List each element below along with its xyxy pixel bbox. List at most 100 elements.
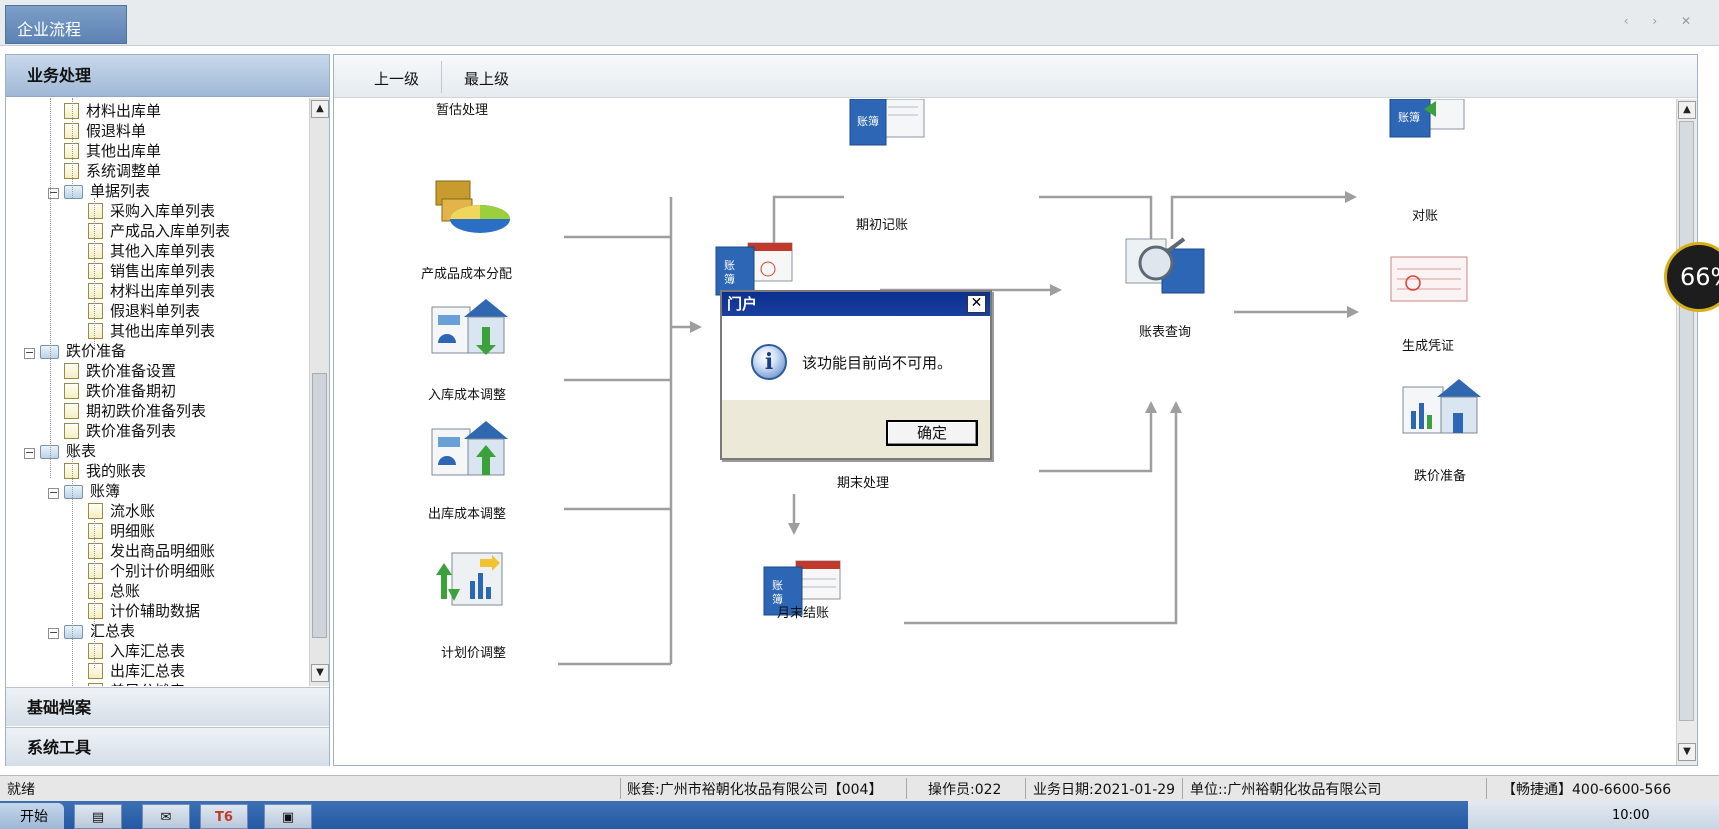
flow-panel: 上一级 最上级 bbox=[333, 54, 1698, 766]
ledger-calendar-icon[interactable]: 账簿 bbox=[714, 239, 794, 297]
document-icon bbox=[88, 683, 103, 686]
house-out-icon[interactable] bbox=[430, 417, 508, 479]
node-label-estimate[interactable]: 暂估处理 bbox=[436, 103, 489, 118]
section-system-tools[interactable]: 系统工具 bbox=[6, 727, 329, 766]
tree-item[interactable]: −账表 bbox=[24, 441, 96, 461]
info-icon: i bbox=[751, 344, 787, 380]
up-one-level-button[interactable]: 上一级 bbox=[374, 70, 420, 88]
tree-item[interactable]: 明细账 bbox=[88, 521, 155, 541]
collapse-toggle-icon[interactable]: − bbox=[24, 346, 35, 359]
collapse-toggle-icon[interactable]: − bbox=[48, 626, 59, 639]
mail-icon[interactable]: ✉ bbox=[142, 804, 190, 829]
document-icon bbox=[88, 283, 103, 299]
top-tab-strip: 企业流程 ‹ › ✕ bbox=[0, 0, 1719, 46]
top-level-button[interactable]: 最上级 bbox=[464, 70, 510, 88]
tree-item[interactable]: 销售出库单列表 bbox=[88, 261, 215, 281]
tree-item[interactable]: 假退料单列表 bbox=[88, 301, 200, 321]
chart-house-icon[interactable] bbox=[1401, 375, 1481, 435]
status-divider bbox=[620, 778, 621, 799]
node-label-planned-price-adjust[interactable]: 计划价调整 bbox=[441, 646, 507, 661]
collapse-toggle-icon[interactable]: − bbox=[48, 486, 59, 499]
tree-item[interactable]: −汇总表 bbox=[48, 621, 135, 641]
tree-item[interactable]: −账簿 bbox=[48, 481, 120, 501]
node-label-month-end-close[interactable]: 月末结账 bbox=[777, 606, 830, 621]
tree-item[interactable]: 入库汇总表 bbox=[88, 641, 185, 661]
ledger-icon[interactable]: 账簿 bbox=[848, 99, 928, 147]
flow-scroll-thumb[interactable] bbox=[1679, 121, 1694, 721]
tree-item[interactable]: 产成品入库单列表 bbox=[88, 221, 230, 241]
tree-item[interactable]: 其他出库单 bbox=[64, 141, 161, 161]
document-icon bbox=[88, 223, 103, 239]
tree-item[interactable]: 跌价准备列表 bbox=[64, 421, 176, 441]
pie-boxes-icon[interactable] bbox=[434, 179, 512, 239]
node-label-opening-posting[interactable]: 期初记账 bbox=[856, 218, 909, 233]
price-adjust-icon[interactable] bbox=[430, 547, 508, 609]
document-icon bbox=[64, 423, 79, 439]
tab-enterprise-flow[interactable]: 企业流程 bbox=[5, 5, 127, 44]
tree-item[interactable]: −单据列表 bbox=[48, 181, 150, 201]
document-icon bbox=[64, 123, 79, 139]
node-label-product-cost-allocation[interactable]: 产成品成本分配 bbox=[421, 267, 513, 282]
status-divider bbox=[1486, 778, 1487, 799]
tree-item-label: 期初跌价准备列表 bbox=[86, 402, 207, 420]
scroll-down-icon[interactable]: ▼ bbox=[311, 664, 329, 682]
tree-item[interactable]: 计价辅助数据 bbox=[88, 601, 200, 621]
tree-item[interactable]: 采购入库单列表 bbox=[88, 201, 215, 221]
document-icon bbox=[88, 543, 103, 559]
tree-item[interactable]: 材料出库单列表 bbox=[88, 281, 215, 301]
tree-item-label: 其他入库单列表 bbox=[110, 242, 216, 260]
server-icon[interactable]: ▤ bbox=[74, 804, 122, 829]
node-label-generate-voucher[interactable]: 生成凭证 bbox=[1402, 339, 1455, 354]
tree-item[interactable]: 期初跌价准备列表 bbox=[64, 401, 206, 421]
tree-item[interactable]: − 跌价准备 bbox=[24, 341, 126, 361]
svg-text:账簿: 账簿 bbox=[1398, 110, 1420, 124]
tree-item[interactable]: 总账 bbox=[88, 581, 140, 601]
close-icon[interactable]: ✕ bbox=[967, 295, 986, 313]
tree-item[interactable]: 其他出库单列表 bbox=[88, 321, 215, 341]
node-label-impairment[interactable]: 跌价准备 bbox=[1414, 469, 1467, 484]
scroll-up-icon[interactable]: ▲ bbox=[311, 100, 329, 118]
section-basic-archives[interactable]: 基础档案 bbox=[6, 687, 329, 726]
tree-item[interactable]: 我的账表 bbox=[64, 461, 146, 481]
dialog-body: i 该功能目前尚不可用。 bbox=[722, 316, 990, 400]
tree-scroll-thumb[interactable] bbox=[312, 373, 327, 638]
ledger-icon[interactable]: 账簿 bbox=[1386, 99, 1470, 139]
voucher-icon[interactable] bbox=[1389, 255, 1469, 303]
node-label-report-query[interactable]: 账表查询 bbox=[1139, 325, 1192, 340]
status-divider bbox=[1182, 778, 1183, 799]
scroll-down-icon[interactable]: ▼ bbox=[1678, 743, 1696, 761]
ok-button[interactable]: 确定 bbox=[886, 420, 978, 446]
start-button[interactable]: 开始 bbox=[0, 803, 64, 829]
node-label-inbound-cost-adjust[interactable]: 入库成本调整 bbox=[428, 388, 507, 403]
tree-item[interactable]: 个别计价明细账 bbox=[88, 561, 215, 581]
ledger-calendar-icon[interactable]: 账簿 bbox=[762, 559, 842, 617]
section-business-processing[interactable]: 业务处理 bbox=[6, 55, 329, 97]
tree-item-label: 跌价准备 bbox=[66, 342, 127, 360]
tree-item[interactable]: 跌价准备期初 bbox=[64, 381, 176, 401]
document-icon bbox=[64, 383, 79, 399]
collapse-toggle-icon[interactable]: − bbox=[48, 186, 59, 199]
tree-item[interactable]: 跌价准备设置 bbox=[64, 361, 176, 381]
node-label-outbound-cost-adjust[interactable]: 出库成本调整 bbox=[428, 507, 507, 522]
tab-nav-controls[interactable]: ‹ › ✕ bbox=[1623, 14, 1701, 28]
dialog-title: 门户 bbox=[722, 292, 990, 316]
monitor-icon[interactable]: ▣ bbox=[264, 804, 312, 829]
tree-scrollbar[interactable]: ▲ ▼ bbox=[309, 98, 329, 686]
tree-item[interactable]: 发出商品明细账 bbox=[88, 541, 215, 561]
node-label-period-end[interactable]: 期末处理 bbox=[837, 476, 890, 491]
collapse-toggle-icon[interactable]: − bbox=[24, 446, 35, 459]
tree-item[interactable]: 假退料单 bbox=[64, 121, 146, 141]
node-label-reconcile[interactable]: 对账 bbox=[1412, 209, 1439, 224]
tree-item[interactable]: 流水账 bbox=[88, 501, 155, 521]
tree-item[interactable]: 其他入库单列表 bbox=[88, 241, 215, 261]
tree-item[interactable]: 出库汇总表 bbox=[88, 661, 185, 681]
tree-item[interactable]: 系统调整单 bbox=[64, 161, 161, 181]
tree-item[interactable]: 差异分摊表 bbox=[88, 681, 185, 686]
magnifier-ledger-icon[interactable] bbox=[1124, 235, 1208, 297]
tree-item[interactable]: 材料出库单 bbox=[64, 101, 161, 121]
scroll-up-icon[interactable]: ▲ bbox=[1678, 101, 1696, 119]
document-icon bbox=[88, 263, 103, 279]
flow-scrollbar[interactable]: ▲ ▼ bbox=[1676, 99, 1697, 765]
t6-app-button[interactable]: T6 bbox=[200, 804, 248, 829]
house-in-icon[interactable] bbox=[430, 295, 508, 357]
